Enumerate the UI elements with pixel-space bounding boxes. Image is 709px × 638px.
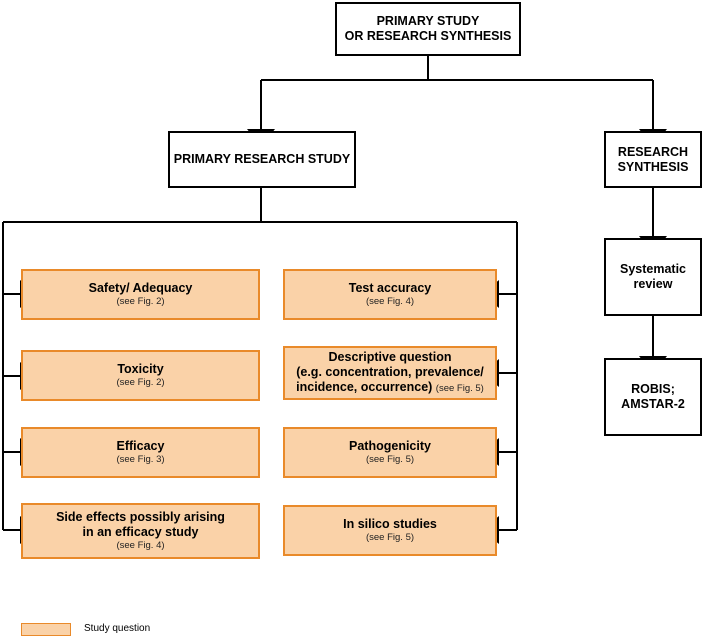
node-descriptive-question: Descriptive question (e.g. concentration…	[283, 346, 497, 400]
node-figure-ref: (see Fig. 4)	[365, 296, 415, 307]
node-pathogenicity: Pathogenicity (see Fig. 5)	[283, 427, 497, 478]
node-title-line: OR RESEARCH SYNTHESIS	[344, 29, 512, 43]
node-title: Efficacy	[116, 439, 165, 453]
node-toxicity: Toxicity (see Fig. 2)	[21, 350, 260, 401]
node-title: Safety/ Adequacy	[88, 281, 193, 295]
node-title-line: review	[633, 277, 673, 291]
node-test-accuracy: Test accuracy (see Fig. 4)	[283, 269, 497, 320]
node-title-line: AMSTAR-2	[621, 397, 685, 411]
node-title-line: PRIMARY STUDY	[376, 14, 480, 28]
node-title: PRIMARY RESEARCH STUDY	[173, 152, 351, 166]
node-figure-ref: (see Fig. 4)	[116, 540, 165, 551]
node-title: Pathogenicity	[349, 439, 431, 453]
node-figure-ref: (see Fig. 2)	[116, 377, 165, 388]
node-primary-research-study: PRIMARY RESEARCH STUDY	[168, 131, 356, 188]
node-title-line-with-ref: incidence, occurrence) (see Fig. 5)	[296, 380, 484, 396]
node-research-synthesis: RESEARCH SYNTHESIS	[604, 131, 702, 188]
node-primary-study-or-research-synthesis: PRIMARY STUDY OR RESEARCH SYNTHESIS	[335, 2, 521, 56]
node-title-line: incidence, occurrence)	[296, 380, 433, 394]
node-figure-ref: (see Fig. 5)	[365, 532, 415, 543]
node-title-line: Side effects possibly arising	[56, 510, 225, 524]
node-title-line: Descriptive question	[328, 350, 452, 364]
legend-label: Study question	[84, 623, 151, 634]
node-title-line: SYNTHESIS	[617, 159, 689, 174]
node-in-silico-studies: In silico studies (see Fig. 5)	[283, 505, 497, 556]
node-title-line: (e.g. concentration, prevalence/	[296, 365, 484, 379]
node-title-line: in an efficacy study	[82, 525, 199, 539]
node-robis-amstar-2: ROBIS; AMSTAR-2	[604, 358, 702, 436]
legend-swatch	[21, 623, 71, 636]
node-title-line: Systematic	[619, 262, 686, 276]
node-title: Toxicity	[117, 362, 164, 376]
node-side-effects: Side effects possibly arising in an effi…	[21, 503, 260, 559]
node-title: In silico studies	[343, 517, 437, 531]
node-figure-ref: (see Fig. 2)	[116, 296, 165, 307]
node-figure-ref: (see Fig. 3)	[116, 454, 165, 465]
node-title-line: ROBIS;	[631, 382, 675, 396]
node-title: Test accuracy	[348, 281, 432, 295]
node-figure-ref: (see Fig. 5)	[365, 454, 415, 465]
node-title-line: RESEARCH	[617, 144, 689, 159]
node-figure-ref: (see Fig. 5)	[435, 383, 484, 394]
node-safety-adequacy: Safety/ Adequacy (see Fig. 2)	[21, 269, 260, 320]
node-efficacy: Efficacy (see Fig. 3)	[21, 427, 260, 478]
node-systematic-review: Systematic review	[604, 238, 702, 316]
